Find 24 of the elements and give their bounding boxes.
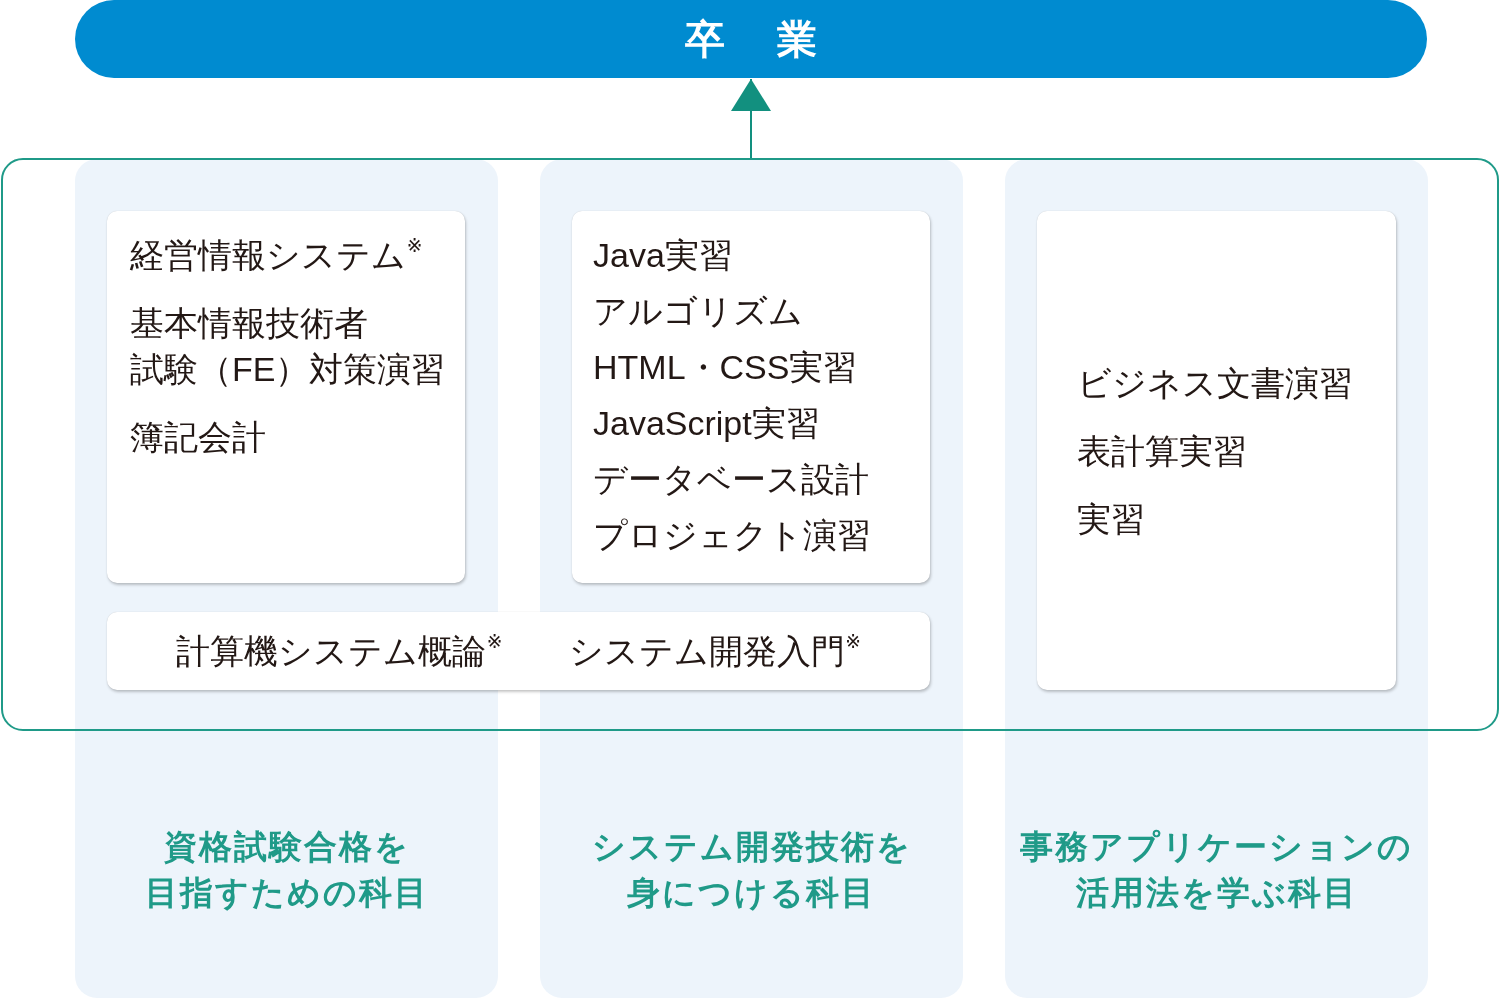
subject-name: 実習 — [1077, 498, 1145, 540]
subject-name: 簿記会計 — [130, 417, 266, 458]
banner-label: 卒業 — [685, 16, 817, 63]
group-outline — [1, 158, 1499, 731]
column-heading: 資格試験合格を目指すための科目 — [143, 827, 430, 913]
subject-card — [1037, 211, 1396, 690]
subject-card — [572, 211, 930, 583]
subject-name: 経営情報システム$^{※}$ — [130, 234, 423, 276]
subject-name: ビジネス文書演習 — [1077, 362, 1353, 404]
subject-card — [107, 612, 930, 690]
subject-name: JavaScript実習 — [593, 403, 820, 444]
column-heading: 事務アプリケーションの活用法を学ぶ科目 — [1019, 827, 1414, 913]
subject-card — [107, 211, 465, 583]
subject-name: データベース設計 — [593, 459, 869, 500]
arrow — [731, 78, 771, 159]
column-heading: システム開発技術を身につける科目 — [590, 827, 913, 913]
subject-name: 計算機システム概論$^{※}$ — [176, 630, 503, 672]
subject-name: 表計算実習 — [1077, 430, 1247, 472]
subject-name: Java実習 — [593, 235, 733, 276]
subject-name: HTML・CSS実習 — [593, 347, 858, 388]
subject-name: プロジェクト演習 — [593, 515, 871, 556]
subject-name: システム開発入門$^{※}$ — [568, 630, 861, 672]
subject-name: アルゴリズム — [593, 291, 803, 332]
subject-name: 基本情報技術者試験（FE）対策演習 — [130, 303, 447, 390]
